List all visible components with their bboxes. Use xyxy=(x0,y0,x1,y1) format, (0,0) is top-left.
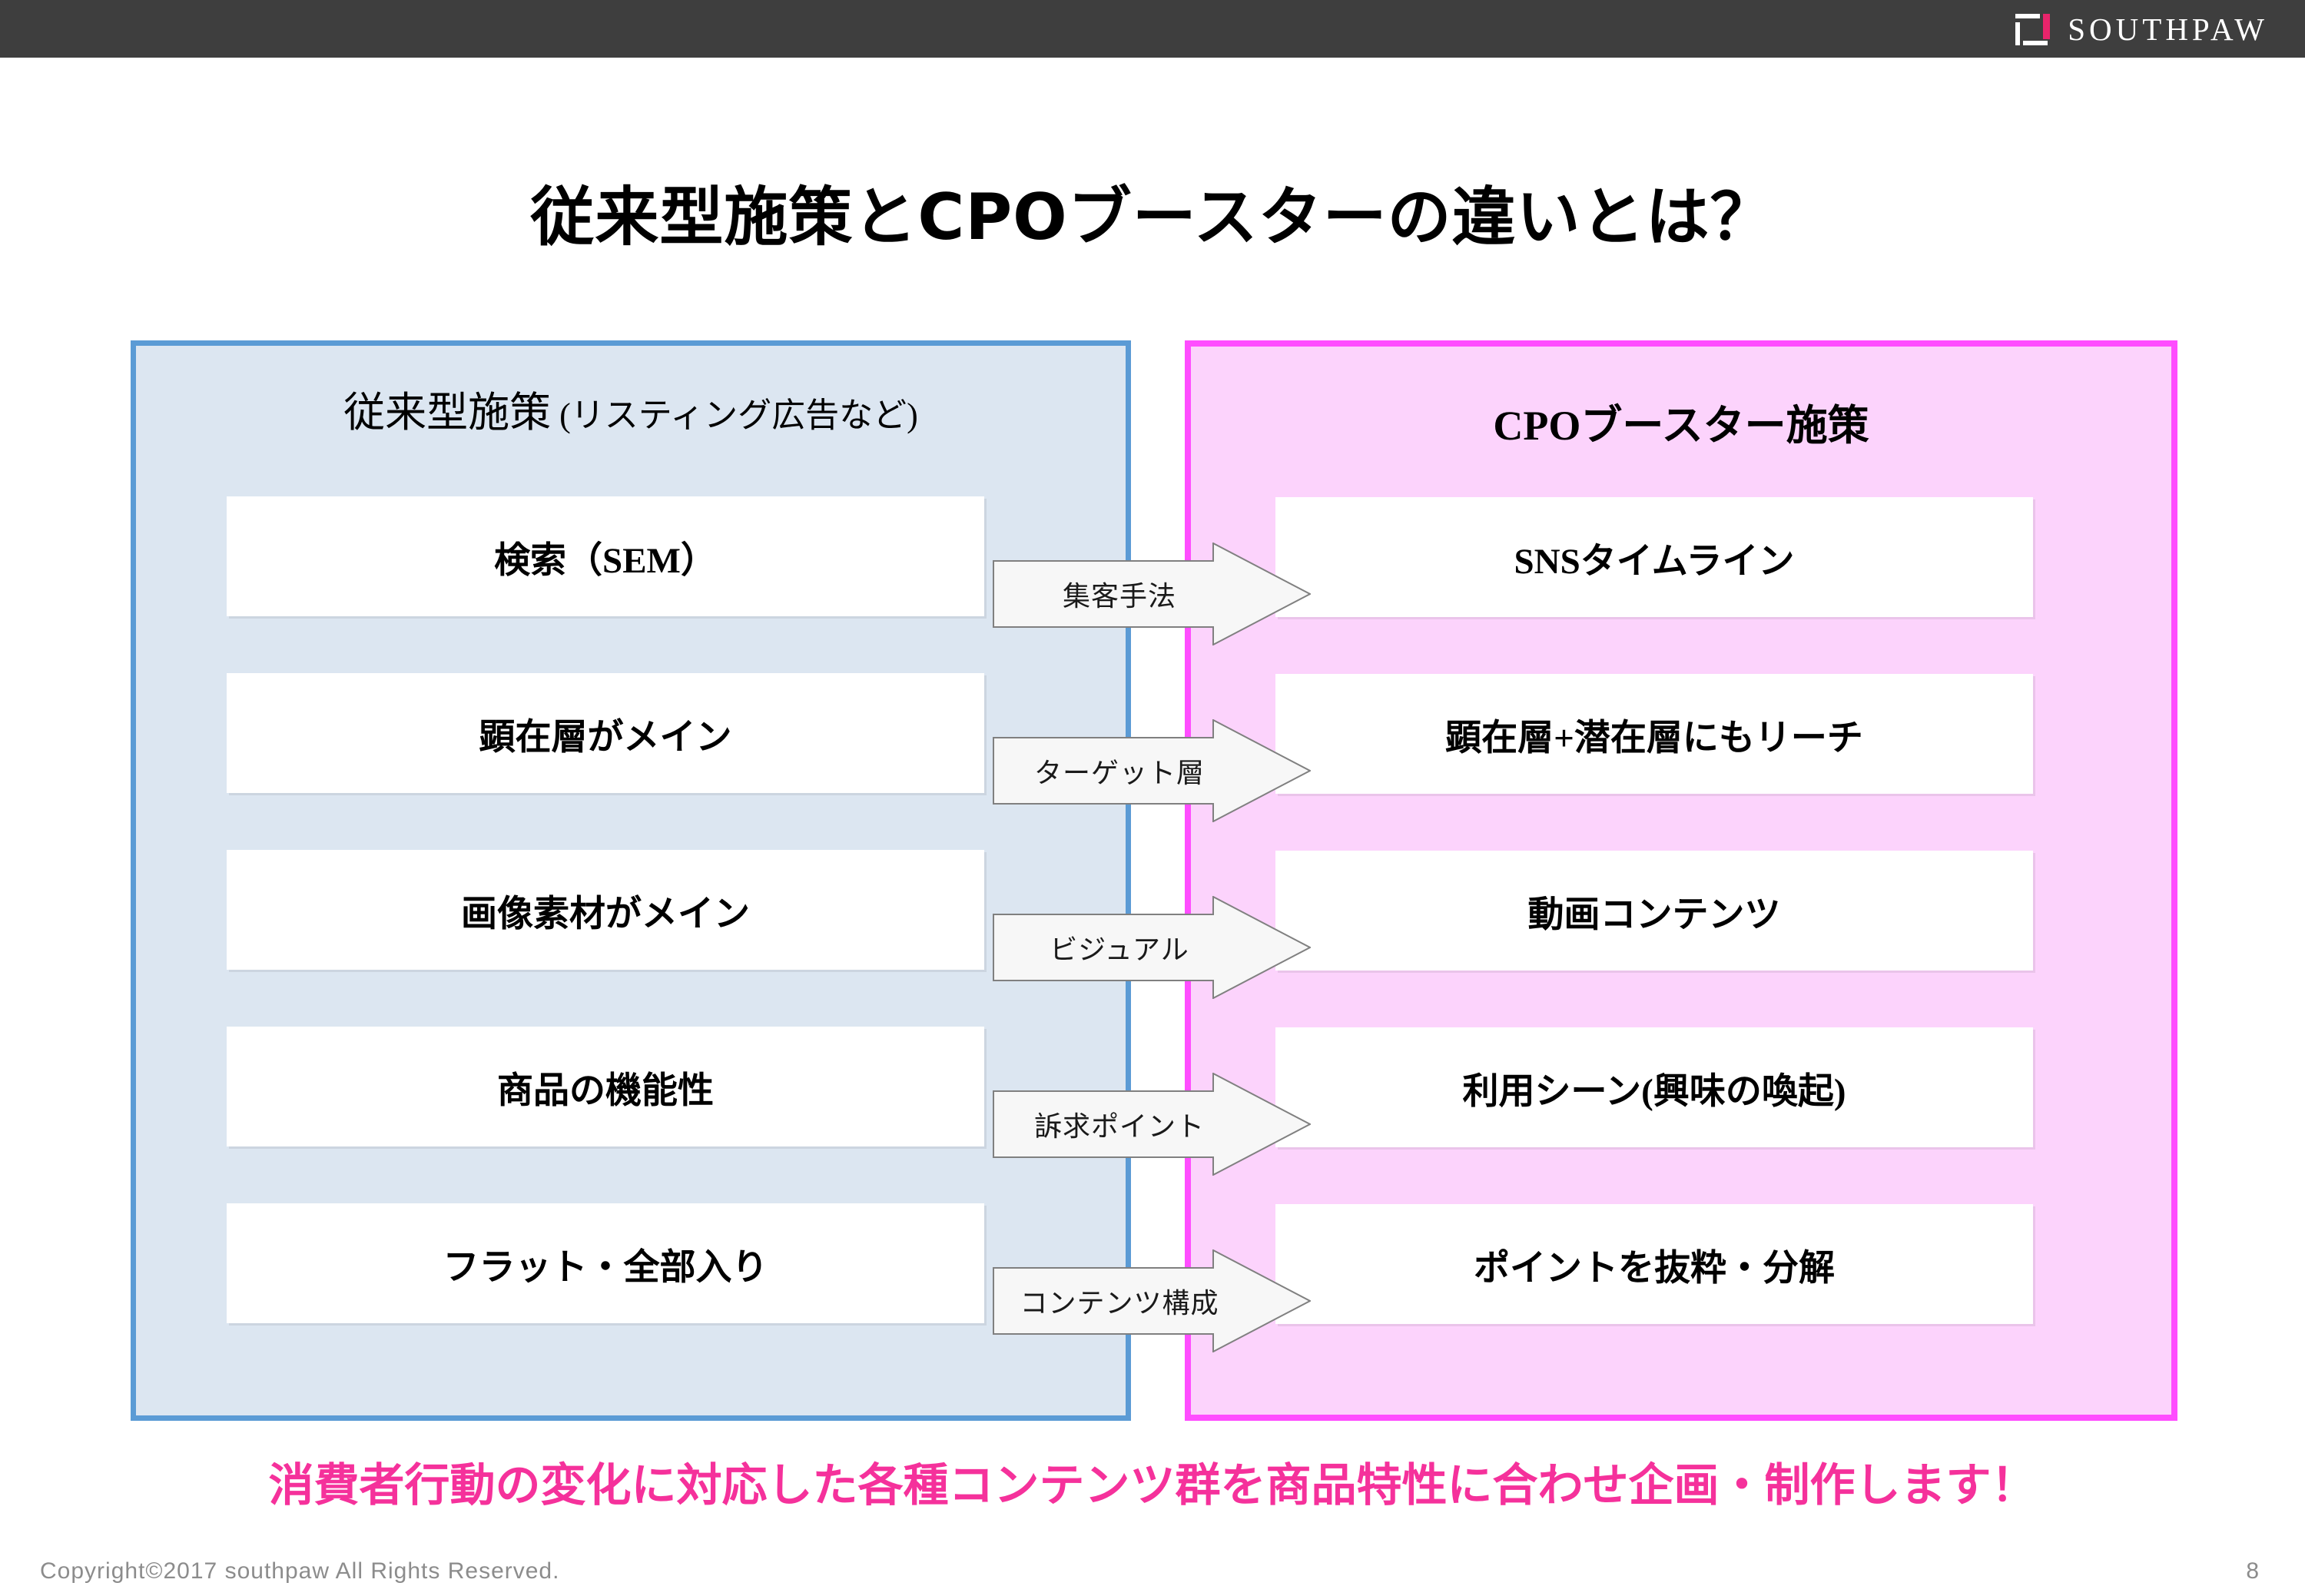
right-row-5: ポイントを抜粋・分解 xyxy=(1275,1204,2033,1324)
footer-page-number: 8 xyxy=(2246,1558,2259,1584)
right-row-4: 利用シーン(興味の喚起) xyxy=(1275,1027,2033,1147)
panel-traditional-heading-sub: (リスティング広告など) xyxy=(551,397,918,434)
left-row-5: フラット・全部入り xyxy=(227,1203,984,1323)
panel-traditional: 従来型施策 (リスティング広告など) 検索（SEM） 顕在層がメイン 画像素材が… xyxy=(131,340,1131,1421)
arrow-row-4: 訴求ポイント xyxy=(993,1073,1311,1176)
panel-cpo-booster-heading: CPOブースター施策 xyxy=(1493,403,1869,449)
brand-name: SOUTHPAW xyxy=(2068,11,2268,47)
arrow-label-1: 集客手法 xyxy=(1062,581,1176,612)
arrow-label-2: ターゲット層 xyxy=(1033,758,1205,788)
arrow-label-5: コンテンツ構成 xyxy=(1020,1288,1219,1319)
arrow-row-3: ビジュアル xyxy=(993,896,1311,999)
right-row-1: SNSタイムライン xyxy=(1275,497,2033,617)
arrow-shape-icon xyxy=(993,1249,1311,1352)
top-bar: SOUTHPAW xyxy=(0,0,2305,58)
arrow-label-4: 訴求ポイント xyxy=(1033,1111,1205,1142)
left-row-4: 商品の機能性 xyxy=(227,1027,984,1146)
left-row-3: 画像素材がメイン xyxy=(227,850,984,970)
left-row-1: 検索（SEM） xyxy=(227,496,984,616)
arrow-shape-icon xyxy=(993,896,1311,999)
arrow-shape-icon xyxy=(993,1073,1311,1176)
right-row-2: 顕在層+潜在層にもリーチ xyxy=(1275,674,2033,794)
panel-cpo-booster: CPOブースター施策 SNSタイムライン 顕在層+潜在層にもリーチ 動画コンテン… xyxy=(1185,340,2177,1421)
arrow-shape-icon xyxy=(993,719,1311,822)
arrow-shape-icon xyxy=(993,543,1311,645)
page-title: 従来型施策とCPOブースターの違いとは？ xyxy=(530,180,1775,254)
arrow-label-3: ビジュアル xyxy=(1050,934,1189,965)
brand-logo: SOUTHPAW xyxy=(2012,0,2268,58)
panel-traditional-heading: 従来型施策 (リスティング広告など) xyxy=(136,378,1126,439)
bottom-message: 消費者行動の変化に対応した各種コンテンツ群を商品特性に合わせ企画・制作します！ xyxy=(268,1458,2037,1511)
right-row-3: 動画コンテンツ xyxy=(1275,851,2033,971)
left-row-2: 顕在層がメイン xyxy=(227,673,984,793)
footer-copyright: Copyright©2017 southpaw All Rights Reser… xyxy=(40,1558,560,1584)
arrow-row-1: 集客手法 xyxy=(993,543,1311,645)
arrow-row-5: コンテンツ構成 xyxy=(993,1249,1311,1352)
arrow-row-2: ターゲット層 xyxy=(993,719,1311,822)
southpaw-mark-icon xyxy=(2012,12,2051,47)
panel-traditional-heading-main: 従来型施策 xyxy=(343,390,552,436)
